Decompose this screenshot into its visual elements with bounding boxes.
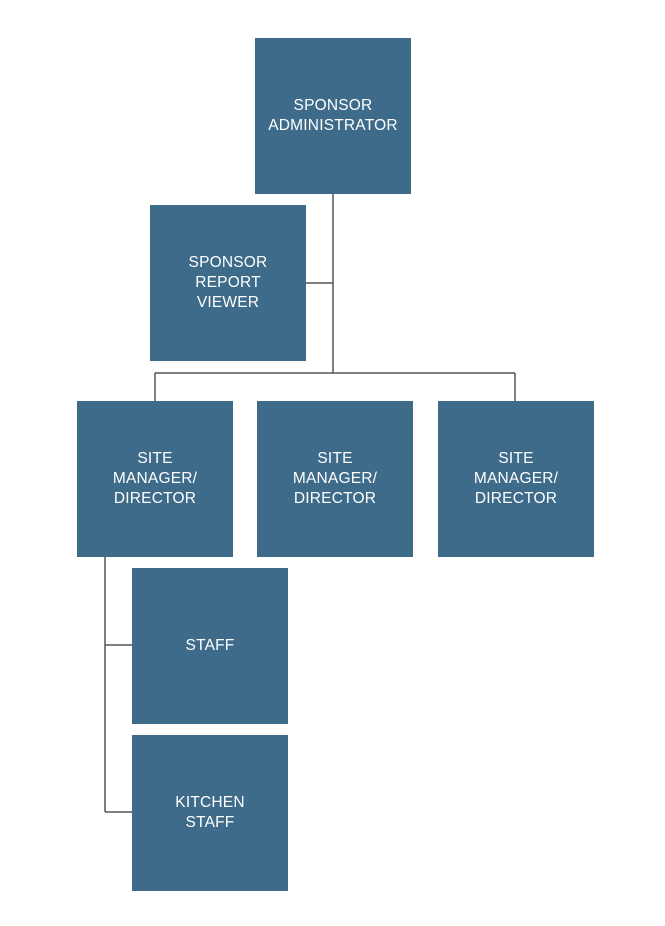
node-label-line: SPONSOR (188, 254, 268, 271)
node-label-line: MANAGER/ (112, 470, 198, 487)
node-site-manager-2: SITE MANAGER/ DIRECTOR (257, 401, 413, 557)
node-kitchen-staff: KITCHEN STAFF (132, 735, 288, 891)
node-label-line: ADMINISTRATOR (268, 117, 398, 134)
node-label: SPONSOR ADMINISTRATOR (268, 96, 397, 136)
node-label: SPONSOR REPORT VIEWER (189, 253, 268, 313)
node-label-line: SITE (137, 450, 173, 467)
node-label-line: SPONSOR (293, 97, 373, 114)
node-sponsor-report-viewer: SPONSOR REPORT VIEWER (150, 205, 306, 361)
node-label: STAFF (186, 636, 235, 656)
node-label: SITE MANAGER/ DIRECTOR (113, 449, 197, 509)
node-site-manager-1: SITE MANAGER/ DIRECTOR (77, 401, 233, 557)
node-label: SITE MANAGER/ DIRECTOR (474, 449, 558, 509)
node-label-line: SITE (317, 450, 353, 467)
node-sponsor-administrator: SPONSOR ADMINISTRATOR (255, 38, 411, 194)
node-label-line: SITE (498, 450, 534, 467)
node-site-manager-3: SITE MANAGER/ DIRECTOR (438, 401, 594, 557)
node-label-line: DIRECTOR (113, 490, 197, 507)
node-label-line: DIRECTOR (474, 490, 558, 507)
node-label-line: VIEWER (196, 294, 260, 311)
node-staff: STAFF (132, 568, 288, 724)
node-label-line: MANAGER/ (292, 470, 378, 487)
node-label-line: DIRECTOR (293, 490, 377, 507)
node-label-line: REPORT (195, 274, 261, 291)
node-label-line: MANAGER/ (473, 470, 559, 487)
node-label-line: KITCHEN (175, 794, 245, 811)
node-label: KITCHEN STAFF (175, 793, 244, 833)
node-label: SITE MANAGER/ DIRECTOR (293, 449, 377, 509)
node-label-line: STAFF (185, 637, 235, 654)
node-label-line: STAFF (185, 814, 235, 831)
